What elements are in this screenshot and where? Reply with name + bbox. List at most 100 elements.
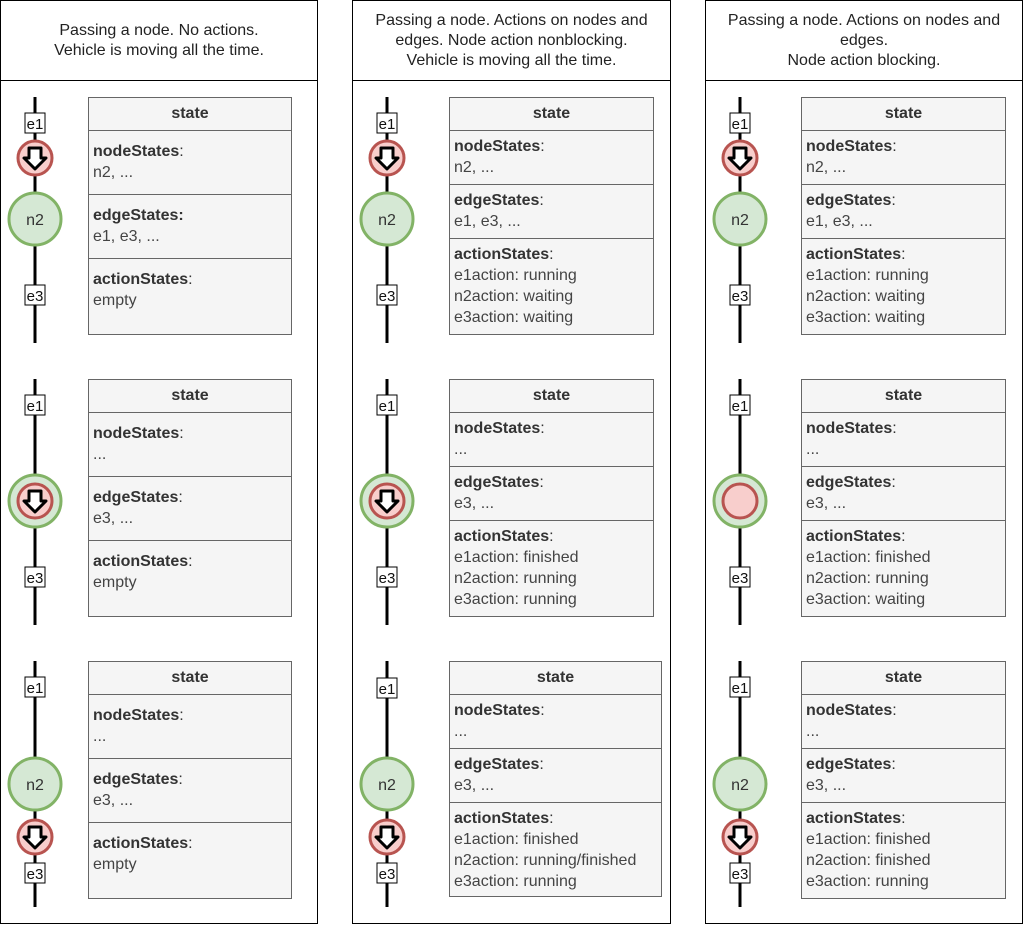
edge-label-e3: e3 bbox=[729, 284, 751, 306]
arrow-down-icon bbox=[22, 146, 48, 171]
state-title: state bbox=[450, 662, 661, 695]
edge-label-e3-text: e3 bbox=[732, 570, 749, 587]
node-states-colon: : bbox=[892, 420, 897, 437]
action-states-value: e1action: running n2action: waiting e3ac… bbox=[454, 267, 577, 326]
state-title: state bbox=[802, 98, 1005, 131]
vehicle bbox=[721, 818, 759, 856]
edge-label-e1-box bbox=[376, 677, 398, 699]
node-states-key: nodeStates bbox=[454, 702, 541, 719]
edge-label-e1-box bbox=[24, 394, 46, 416]
edge-label-e1-box bbox=[729, 394, 751, 416]
node-states-value: ... bbox=[93, 728, 107, 745]
action-states-section: actionStates:e1action: finished n2action… bbox=[802, 521, 1005, 617]
edge-states-key: edgeStates: bbox=[93, 207, 184, 224]
node-circle bbox=[712, 756, 768, 812]
edge-label-e1-text: e1 bbox=[732, 680, 749, 697]
track: n2 e1 e3 bbox=[359, 661, 415, 907]
edge-states-section: edgeStates:e1, e3, ... bbox=[89, 195, 291, 259]
edge-label-e3-box bbox=[24, 284, 46, 306]
action-states-colon: : bbox=[188, 835, 193, 852]
edge-label-e1-box bbox=[376, 112, 398, 134]
edge-states-key: edgeStates bbox=[454, 756, 540, 773]
action-states-key: actionStates bbox=[806, 528, 902, 545]
state-title: state bbox=[89, 98, 291, 131]
node: n2 bbox=[7, 191, 63, 247]
edge-states-value: e3, ... bbox=[93, 792, 134, 809]
action-states-colon: : bbox=[188, 553, 193, 570]
edge-label-e1: e1 bbox=[729, 394, 751, 416]
edge-label-e3-text: e3 bbox=[732, 866, 749, 883]
vehicle bbox=[16, 818, 54, 856]
edge-label-e1-text: e1 bbox=[27, 680, 44, 697]
edge-states-section: edgeStates:e3, ... bbox=[802, 749, 1005, 803]
edge-label-e3-text: e3 bbox=[379, 866, 396, 883]
edge-label-e1-box bbox=[729, 676, 751, 698]
edge-label-e3: e3 bbox=[24, 862, 46, 884]
node bbox=[712, 473, 768, 529]
edge-label-e1-text: e1 bbox=[27, 116, 44, 133]
track: e1 e3 bbox=[712, 379, 768, 625]
action-states-key: actionStates bbox=[454, 528, 550, 545]
vehicle bbox=[16, 139, 54, 177]
edge-label-e3-text: e3 bbox=[379, 288, 396, 305]
action-states-section: actionStates:empty bbox=[89, 259, 291, 335]
arrow-down-icon bbox=[374, 825, 400, 850]
action-states-value: empty bbox=[93, 856, 137, 873]
vehicle bbox=[721, 139, 759, 177]
edge-states-value: e1, e3, ... bbox=[454, 213, 521, 230]
edge-states-colon: : bbox=[178, 771, 183, 788]
state-title: state bbox=[450, 380, 653, 413]
edge-states-key: edgeStates bbox=[93, 771, 179, 788]
action-states-value: empty bbox=[93, 292, 137, 309]
action-states-section: actionStates:e1action: finished n2action… bbox=[802, 803, 1005, 899]
node: n2 bbox=[712, 756, 768, 812]
node-circle bbox=[7, 191, 63, 247]
edge-label-e1: e1 bbox=[729, 676, 751, 698]
arrow-down-icon bbox=[374, 489, 400, 514]
edge-states-section: edgeStates:e3, ... bbox=[450, 749, 661, 803]
node-states-section: nodeStates:n2, ... bbox=[802, 131, 1005, 185]
action-states-colon: : bbox=[901, 246, 906, 263]
column-2-title: Passing a node. Actions on nodes and edg… bbox=[353, 1, 670, 81]
node-states-colon: : bbox=[540, 420, 545, 437]
node-states-value: n2, ... bbox=[454, 159, 495, 176]
edge-states-colon: : bbox=[539, 756, 544, 773]
edge-label-e3-text: e3 bbox=[732, 288, 749, 305]
node-states-key: nodeStates bbox=[93, 707, 180, 724]
node-states-key: nodeStates bbox=[93, 425, 180, 442]
action-states-section: actionStates:e1action: finished n2action… bbox=[450, 521, 653, 617]
edge-label-e3-text: e3 bbox=[27, 866, 44, 883]
edge-states-key: edgeStates bbox=[93, 489, 179, 506]
node-label: n2 bbox=[731, 777, 749, 794]
edge-label-e1: e1 bbox=[729, 112, 751, 134]
edge-label-e1-text: e1 bbox=[379, 681, 396, 698]
node-states-colon: : bbox=[540, 702, 545, 719]
node-states-key: nodeStates bbox=[93, 143, 180, 160]
node-states-section: nodeStates:... bbox=[89, 695, 291, 759]
action-states-value: e1action: running n2action: waiting e3ac… bbox=[806, 267, 929, 326]
column-3-title: Passing a node. Actions on nodes and edg… bbox=[706, 1, 1022, 81]
edge-states-key: edgeStates bbox=[806, 756, 892, 773]
edge-states-section: edgeStates:e1, e3, ... bbox=[450, 185, 653, 239]
edge-label-e3: e3 bbox=[729, 862, 751, 884]
state-title: state bbox=[89, 380, 291, 413]
edge-label-e3-text: e3 bbox=[379, 570, 396, 587]
node-states-section: nodeStates:... bbox=[450, 413, 653, 467]
action-states-value: e1action: finished n2action: running e3a… bbox=[454, 549, 579, 608]
edge-states-key: edgeStates bbox=[806, 192, 892, 209]
action-states-colon: : bbox=[549, 810, 554, 827]
node-label: n2 bbox=[378, 777, 396, 794]
edge-label-e1-text: e1 bbox=[27, 398, 44, 415]
action-states-section: actionStates:e1action: finished n2action… bbox=[450, 803, 661, 897]
edge-states-value: e3, ... bbox=[806, 495, 847, 512]
state-title: state bbox=[802, 662, 1005, 695]
node-states-key: nodeStates bbox=[454, 420, 541, 437]
